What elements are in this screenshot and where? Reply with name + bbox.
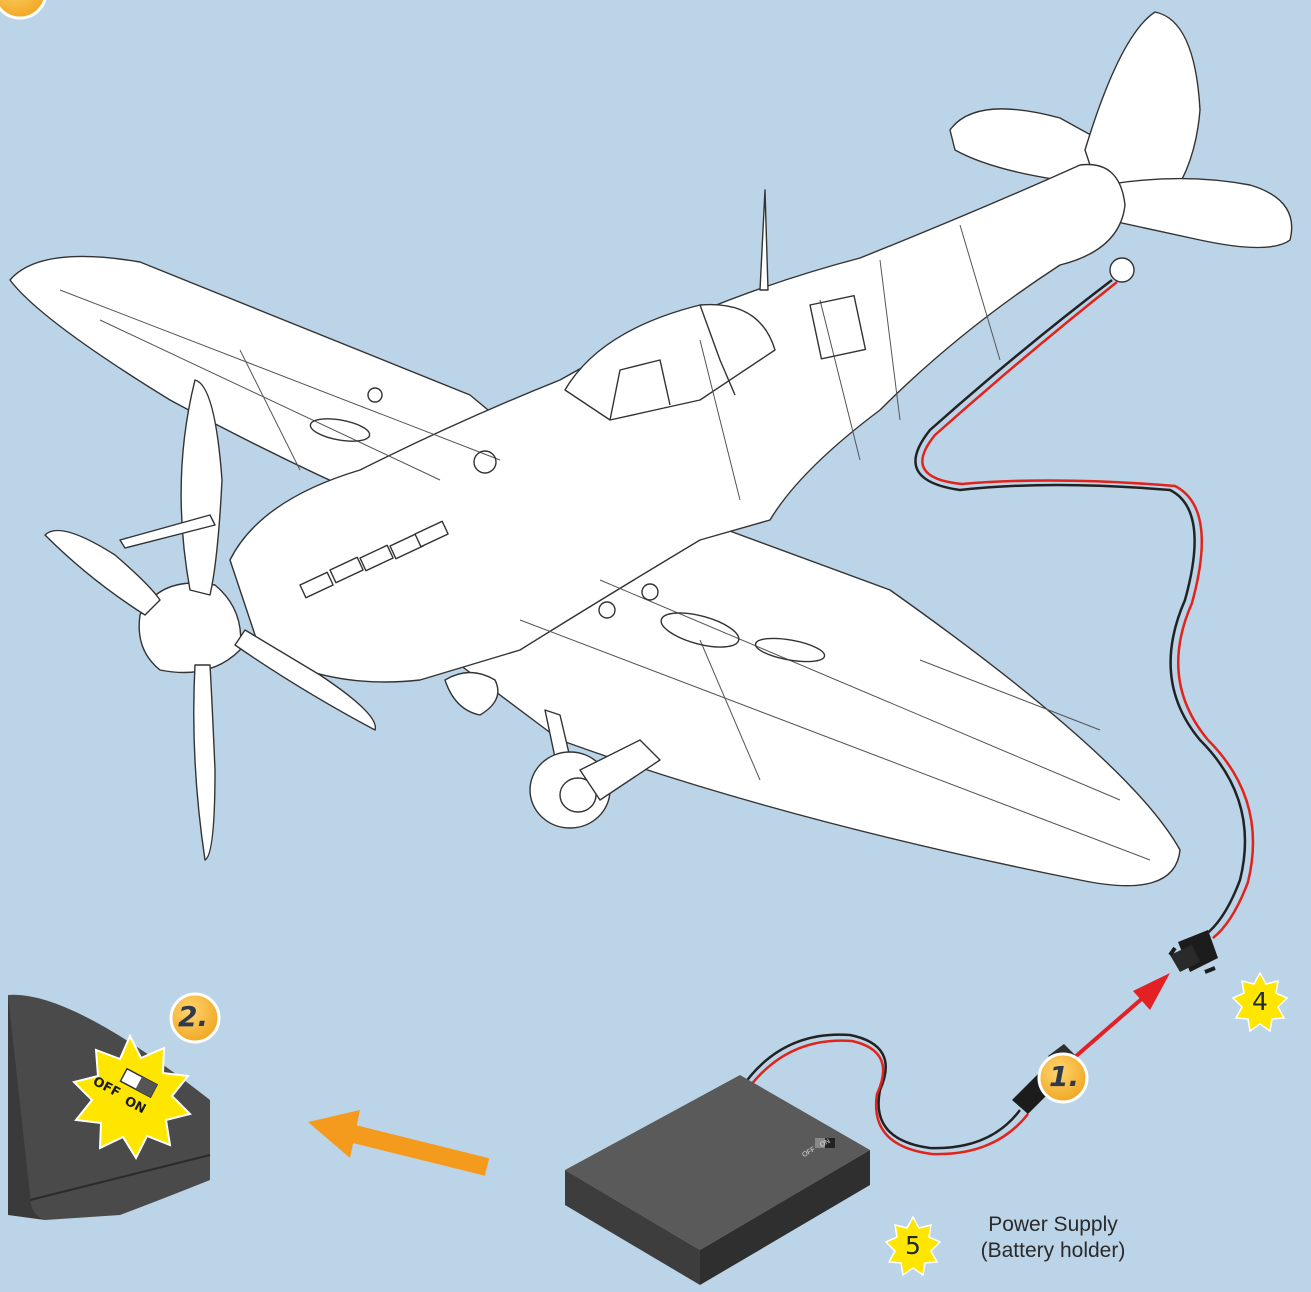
socket-connector: [1170, 930, 1218, 972]
propeller-blade-bottom: [194, 665, 215, 860]
step-1-label: 1.: [1049, 1060, 1079, 1093]
battery-holder: [565, 1075, 870, 1285]
caption-line-1: Power Supply: [968, 1212, 1138, 1238]
red-arrow: [1075, 973, 1170, 1057]
partial-step-badge: [0, 0, 46, 18]
step-2-label: 2.: [178, 1000, 208, 1033]
antenna: [760, 190, 768, 290]
part-4-label: 4: [1252, 987, 1268, 1016]
radiator: [445, 673, 498, 716]
caption-line-2: (Battery holder): [968, 1238, 1138, 1264]
tail-wheel: [1110, 258, 1134, 282]
part-5-label: 5: [905, 1231, 921, 1260]
power-supply-caption: Power Supply (Battery holder): [968, 1212, 1138, 1264]
airplane-illustration: [10, 12, 1292, 886]
orange-arrow: [308, 1110, 487, 1167]
